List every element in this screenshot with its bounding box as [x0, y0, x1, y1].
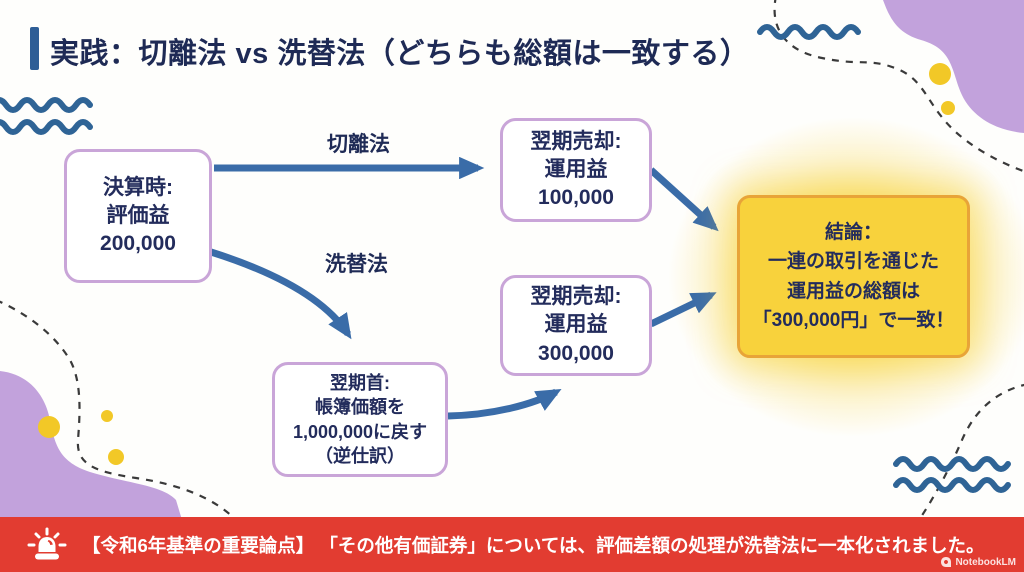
waves-bottom-right	[893, 456, 1011, 493]
siren-icon	[27, 527, 67, 559]
page-title: 実践：切離法 vs 洗替法（どちらも総額は一致する）	[50, 38, 750, 70]
title-accent-bar	[30, 27, 39, 70]
node-next-period-start-line4: （逆仕訳）	[315, 445, 405, 466]
watermark: NotebookLM	[940, 556, 1016, 568]
yellow-dots	[38, 63, 955, 465]
node-next-period-start-line3: 1,000,000に戻す	[292, 421, 428, 442]
purple-blob-top-right	[883, 0, 1024, 133]
node-conclusion-line4: 「300,000円」で一致！	[752, 309, 955, 331]
node-conclusion-line3: 運用益の総額は	[786, 280, 920, 302]
label-washback-method: 洗替法	[325, 253, 388, 276]
banner-text: 【令和6年基準の重要論点】 「その他有価証券」については、評価差額の処理が洗替法…	[82, 534, 985, 556]
node-separation-sale-line2: 運用益	[544, 157, 608, 181]
node-settlement-line3: 200,000	[100, 232, 176, 256]
node-conclusion: 結論： 一連の取引を通じた 運用益の総額は 「300,000円」で一致！	[737, 195, 970, 358]
node-washback-sale-line1: 翌期売却:	[530, 285, 622, 309]
wave-top-right	[757, 24, 861, 40]
node-next-period-start-line2: 帳簿価額を	[315, 397, 405, 418]
notebooklm-logo-icon	[941, 557, 952, 567]
node-settlement-line1: 決算時:	[103, 175, 173, 199]
node-conclusion-line2: 一連の取引を通じた	[767, 251, 939, 273]
bottom-banner: 【令和6年基準の重要論点】 「その他有価証券」については、評価差額の処理が洗替法…	[0, 517, 1024, 572]
node-settlement: 決算時: 評価益 200,000	[64, 149, 212, 283]
dashed-curve-bottom-right	[918, 383, 1024, 521]
node-washback-sale-line2: 運用益	[544, 313, 608, 337]
waves-top-left	[0, 97, 93, 135]
node-next-period-start: 翌期首: 帳簿価額を 1,000,000に戻す （逆仕訳）	[272, 362, 448, 477]
node-conclusion-line1: 結論：	[824, 221, 882, 243]
node-separation-sale: 翌期売却: 運用益 100,000	[500, 118, 652, 222]
node-separation-sale-line1: 翌期売却:	[530, 129, 622, 153]
node-washback-sale: 翌期売却: 運用益 300,000	[500, 275, 652, 376]
purple-blob-bottom-left	[0, 371, 182, 520]
node-separation-sale-line3: 100,000	[538, 186, 614, 210]
dashed-curve-top-right	[773, 0, 1024, 173]
watermark-label: NotebookLM	[955, 556, 1016, 568]
node-settlement-line2: 評価益	[106, 203, 170, 227]
label-separation-method: 切離法	[327, 133, 390, 156]
node-washback-sale-line3: 300,000	[538, 341, 614, 365]
dashed-curve-bottom-left	[0, 300, 237, 521]
node-next-period-start-line1: 翌期首:	[330, 373, 390, 394]
